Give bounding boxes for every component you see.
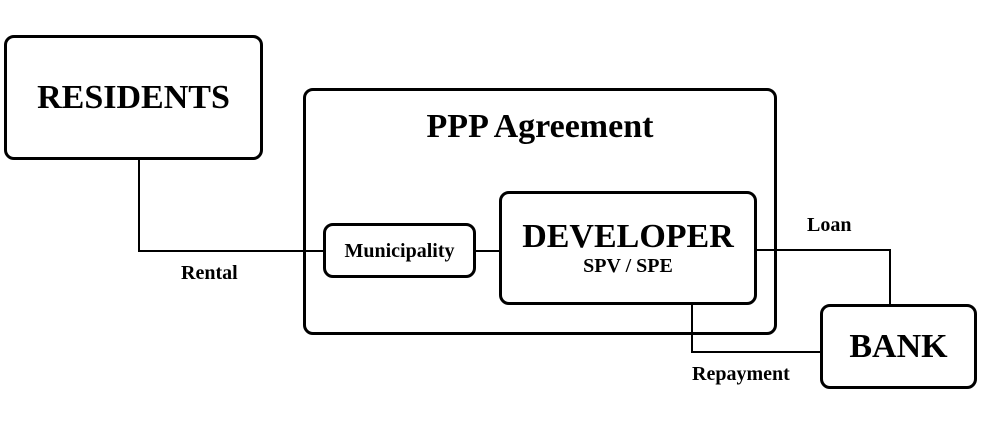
residents-box: RESIDENTS [4, 35, 263, 160]
developer-box: DEVELOPER SPV / SPE [499, 191, 757, 305]
rental-edge-label: Rental [181, 262, 238, 284]
repayment-connector-horizontal [691, 351, 823, 353]
rental-connector-horizontal [138, 250, 326, 252]
municipality-developer-connector [474, 250, 502, 252]
municipality-label: Municipality [344, 239, 455, 262]
rental-connector-vertical [138, 158, 140, 252]
municipality-box: Municipality [323, 223, 476, 278]
bank-box: BANK [820, 304, 977, 389]
loan-connector-horizontal [755, 249, 891, 251]
residents-label: RESIDENTS [37, 78, 230, 116]
repayment-connector-vertical [691, 303, 693, 353]
bank-label: BANK [849, 327, 948, 365]
loan-connector-vertical [889, 249, 891, 307]
developer-sublabel: SPV / SPE [583, 254, 673, 277]
repayment-edge-label: Repayment [692, 363, 790, 385]
loan-edge-label: Loan [807, 214, 852, 236]
developer-label: DEVELOPER [522, 218, 734, 256]
ppp-agreement-label: PPP Agreement [426, 108, 654, 145]
